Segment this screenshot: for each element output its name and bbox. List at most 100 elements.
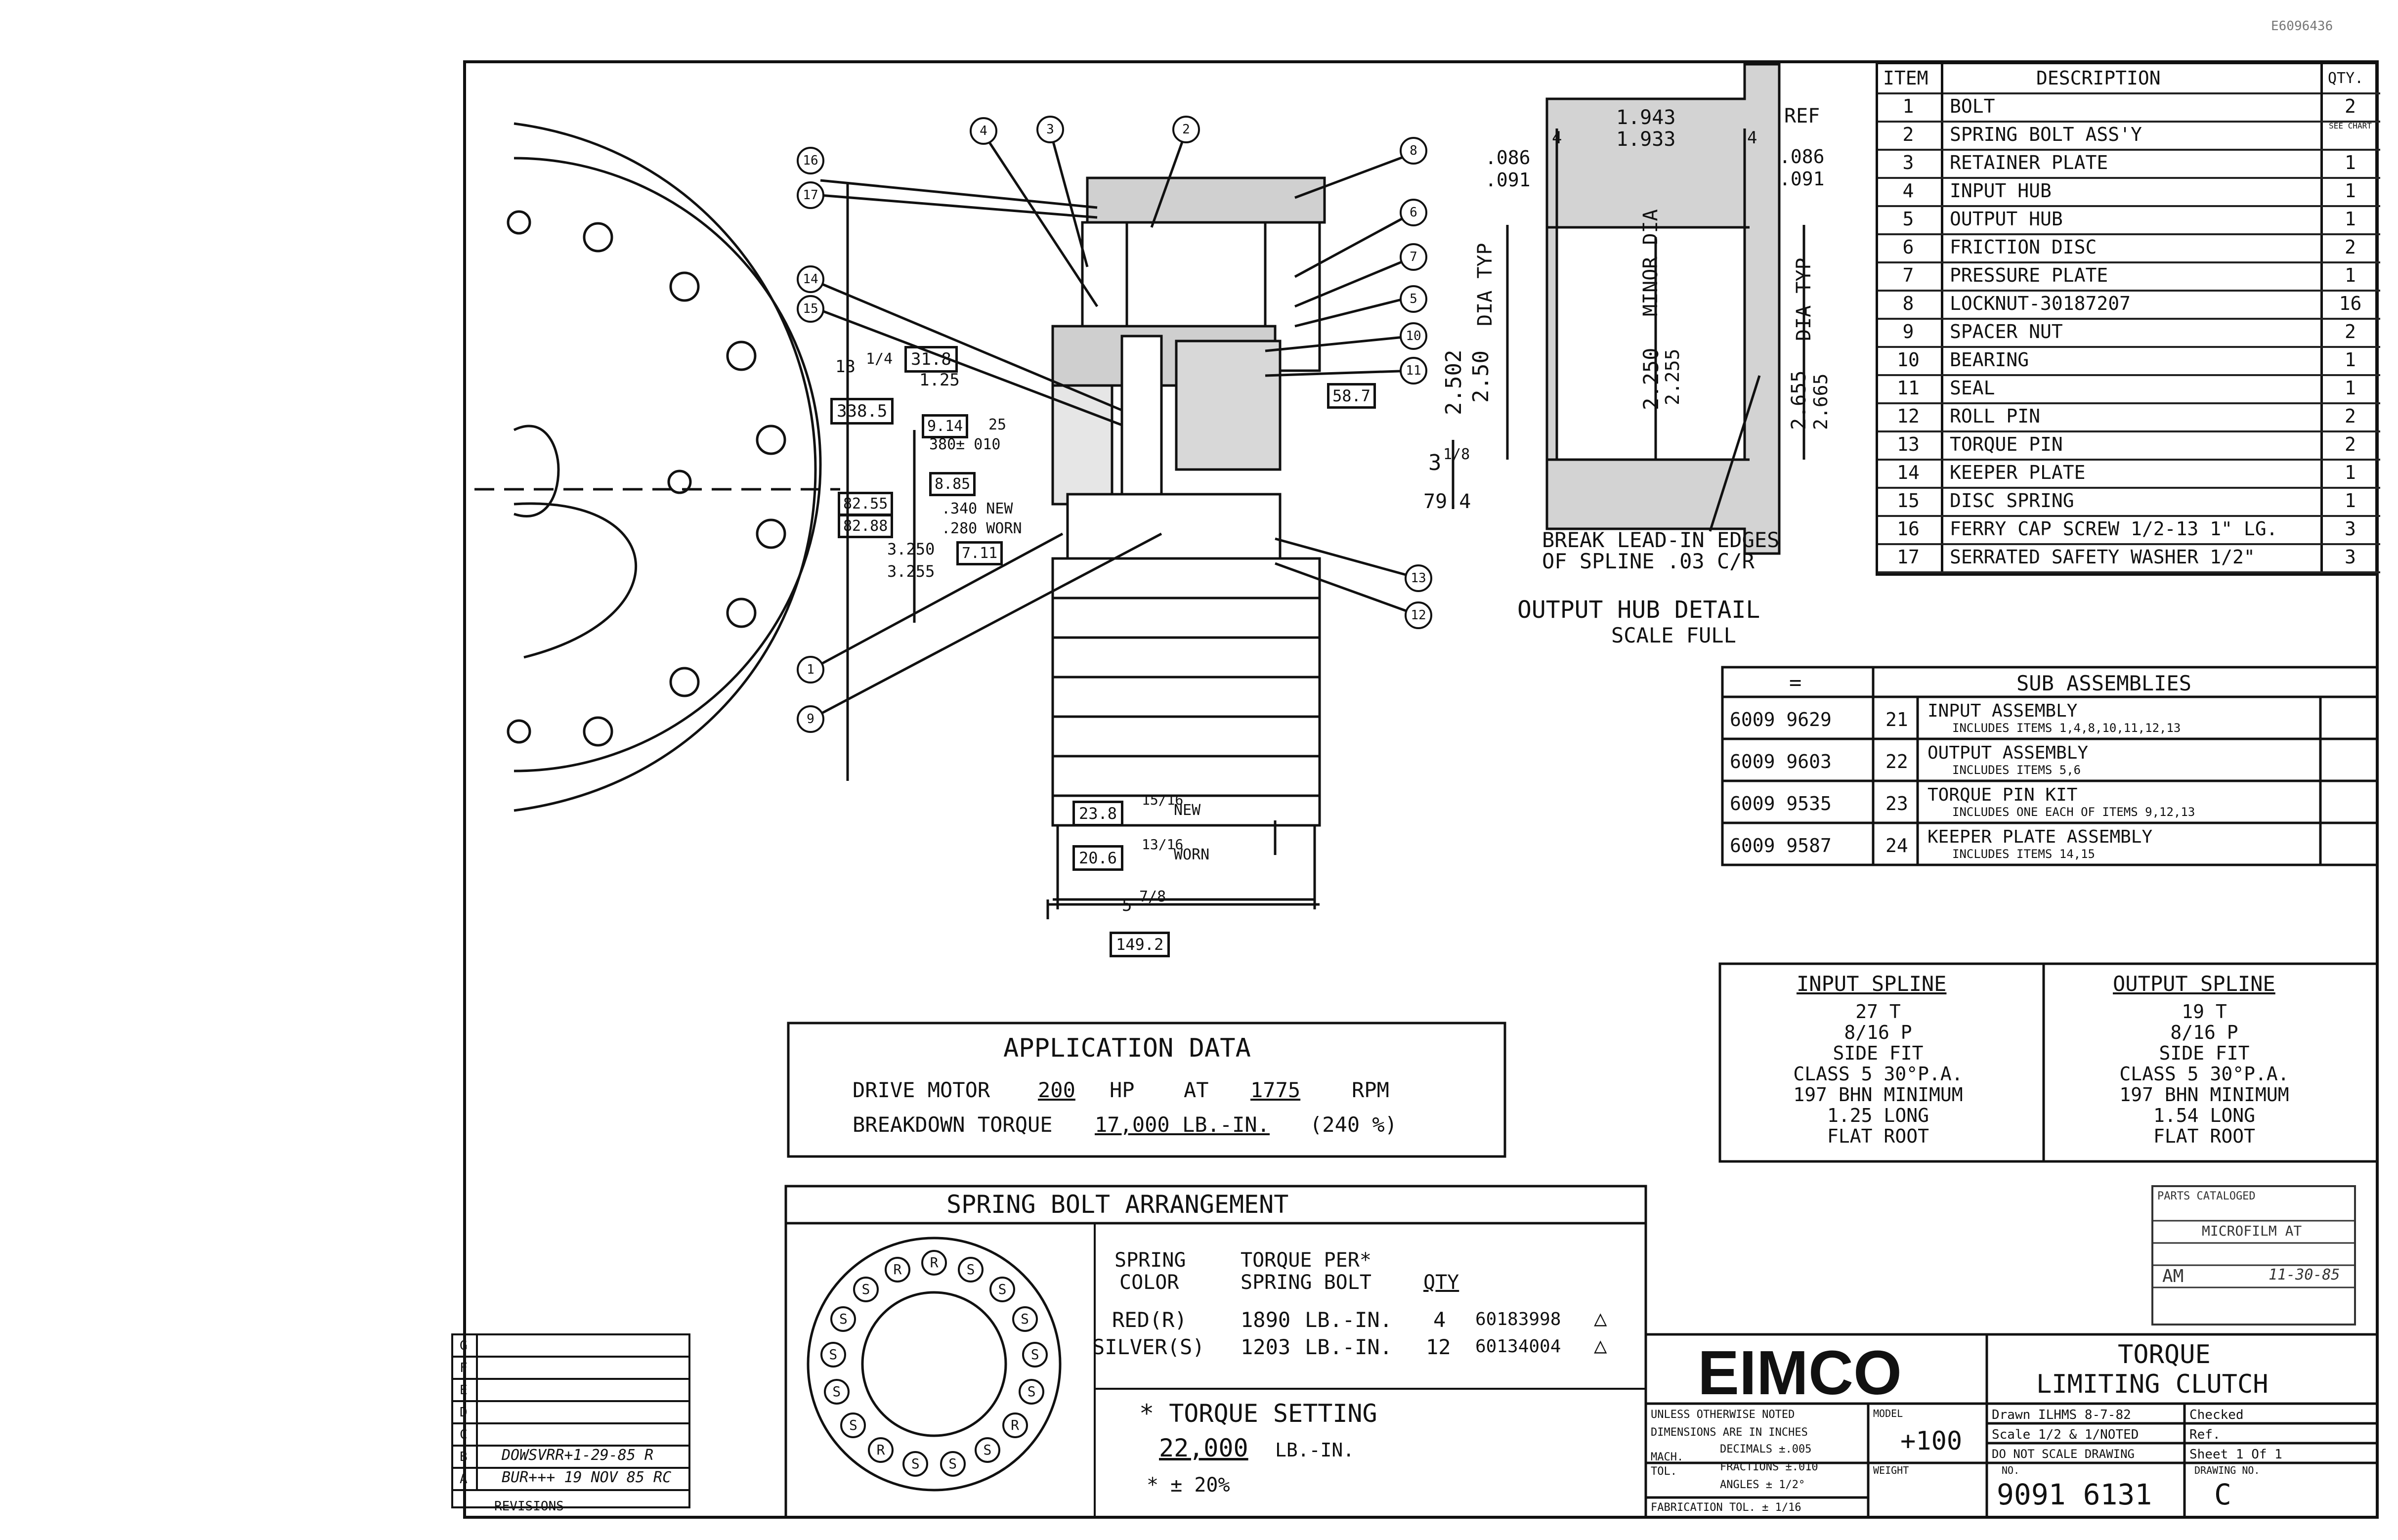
spring-bolt-marker: S [820,1342,846,1368]
bom-item-number: 17 [1897,546,1920,568]
item-balloon: 16 [797,147,824,174]
flange-view [474,122,840,812]
sub-assembly-number: 6009 9587 [1730,835,1832,856]
bom-header-item: ITEM [1883,67,1928,89]
spline-spec-line: 197 BHN MINIMUM [2119,1084,2289,1106]
revision-row-letter: C [460,1427,468,1442]
item-balloon: 15 [797,295,824,323]
output-hub-detail-view [1506,63,1805,555]
item-balloon: 10 [1400,322,1427,350]
bom-item-description: INPUT HUB [1950,180,2052,202]
spring-bolt-marker: S [902,1451,929,1477]
detail-note-1: BREAK LEAD-IN EDGES [1542,528,1780,552]
detail-minor-2: 2.255 [1662,348,1683,405]
item-balloon: 13 [1405,564,1432,592]
scale: Scale 1/2 & 1/NOTED [1992,1427,2139,1442]
item-balloon: 12 [1405,601,1432,629]
dim-238-label: NEW [1174,802,1201,819]
detail-minor-1: 2.250 [1639,347,1663,410]
bom-item-description: SERRATED SAFETY WASHER 1/2" [1950,546,2255,568]
dim-338: 338.5 [830,398,894,425]
bom-item-number: 3 [1902,152,1914,173]
item-balloon: 5 [1400,285,1427,313]
spline-spec-line: 27 T [1855,1001,1901,1023]
note-angles: ANGLES ± 1/2° [1720,1479,1805,1491]
note-fabrication: FABRICATION TOL. ± 1/16 [1651,1501,1801,1514]
dim-206-label: WORN [1174,846,1210,863]
revision-triangle-icon: △ [1594,1333,1607,1358]
spline-spec-line: SIDE FIT [2159,1042,2250,1064]
detail-dia-left-1: 2.502 [1441,349,1466,415]
revision-entry-a: BUR+++ 19 NOV 85 RC [502,1469,672,1486]
bom-item-qty: 1 [2345,264,2356,286]
spring-bolt-marker: R [868,1437,894,1463]
bom-item-qty: 2 [2345,433,2356,455]
spring-bolt-marker: S [1022,1342,1048,1368]
revision-row-letter: E [460,1383,468,1398]
item-balloon: 11 [1400,357,1427,385]
bom-item-description: ROLL PIN [1950,405,2041,427]
bom-row: 3 RETAINER PLATE 1 [1878,149,2380,179]
application-rpm-unit: RPM [1352,1078,1389,1102]
spline-spec-line: FLAT ROOT [2153,1125,2255,1147]
application-hp-value: 200 [1038,1078,1075,1102]
dim-8288: 82.88 [838,514,894,538]
dim-238-frac: 15/16 [1142,792,1184,808]
clutch-section-view [810,130,1455,919]
detail-right-091: .091 [1779,168,1825,190]
bom-item-description: RETAINER PLATE [1950,152,2108,173]
sub-assembly-note: INCLUDES ITEMS 5,6 [1952,763,2081,777]
spring-torque: 1203 [1241,1335,1291,1359]
spring-bolt-marker: R [884,1256,910,1283]
revisions-label: REVISIONS [494,1499,564,1514]
torque-setting-value: 22,000 [1159,1434,1248,1462]
spring-qty: 12 [1426,1335,1451,1359]
spring-bolt-marker: S [974,1437,1000,1463]
dim-794: 79.4 [1423,490,1471,513]
bom-header-description: DESCRIPTION [2036,67,2161,89]
spline-spec-line: 8/16 P [2170,1022,2238,1043]
bom-item-qty: 2 [2345,405,2356,427]
spring-bolt-marker: S [958,1256,984,1283]
detail-left-091: .091 [1485,169,1531,191]
do-not-scale: DO NOT SCALE DRAWING [1992,1447,2135,1461]
dim-885: 8.85 [929,472,976,496]
bolt-ring-inner [861,1291,1007,1437]
stamp-line-1: PARTS CATALOGED [2157,1190,2256,1202]
dim-238: 23.8 [1072,801,1124,826]
item-balloon: 9 [797,705,824,733]
spring-title: SPRING BOLT ARRANGEMENT [946,1190,1289,1219]
detail-small-4b: 4 [1747,128,1757,148]
spring-col-color-2: COLOR [1119,1271,1179,1294]
bom-header-row: ITEM DESCRIPTION QTY. [1878,64,2380,94]
detail-left-086: .086 [1485,147,1531,169]
torque-setting-unit: LB.-IN. [1275,1439,1355,1461]
spline-spec-line: CLASS 5 30°P.A. [1793,1063,1963,1085]
detail-minor-label: MINOR DIA [1639,209,1662,316]
sub-assembly-title: KEEPER PLATE ASSEMBLY [1927,827,2153,847]
bom-item-qty: 16 [2339,293,2362,314]
sub-assembly-item: 22 [1885,751,1908,772]
bom-item-qty: 1 [2345,152,2356,173]
bom-item-qty: 2 [2345,236,2356,258]
dim-3255: 3.255 [887,562,935,581]
spring-col-torque-1: TORQUE PER* [1241,1249,1371,1272]
bom-item-qty: 1 [2345,180,2356,202]
spring-bolt-marker: S [823,1379,850,1405]
detail-dim-top-2: 1.933 [1616,128,1676,151]
note-fractions: FRACTIONS ±.010 [1720,1461,1818,1473]
bom-item-qty: 1 [2345,349,2356,371]
spring-bolt-marker: R [1002,1412,1028,1438]
application-title: APPLICATION DATA [1003,1033,1251,1063]
dim-13-frac: 1/4 [866,350,893,368]
dim-3250: 3.250 [887,540,935,558]
